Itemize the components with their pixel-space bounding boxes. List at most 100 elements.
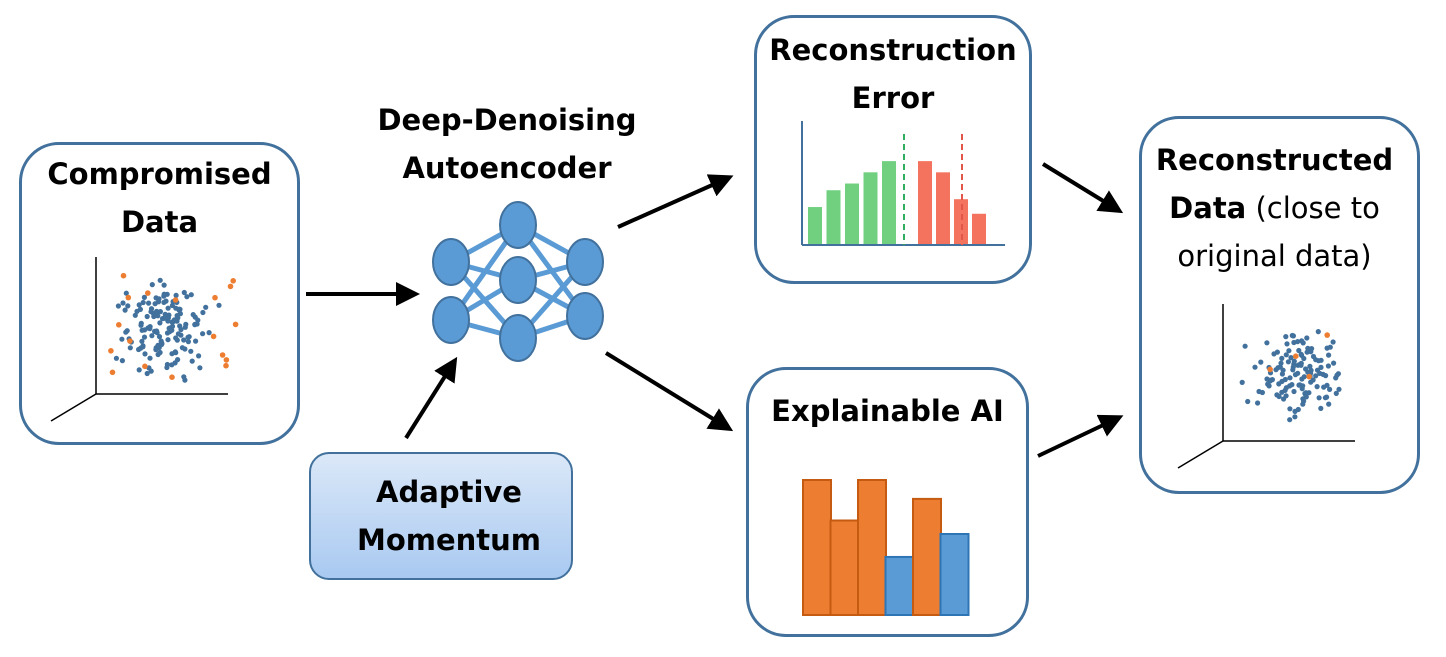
adaptive-momentum-box <box>309 452 573 580</box>
scatter-point-orange <box>230 278 236 284</box>
explainable-ai-box <box>746 367 1029 637</box>
flow-arrows <box>306 162 1124 458</box>
scatter-point-blue <box>169 351 175 357</box>
xai-bar <box>857 479 887 616</box>
scatter-point-blue <box>1256 388 1262 395</box>
arrow-error-to-reconstructed <box>1041 162 1124 214</box>
scatter-point-blue <box>161 293 167 299</box>
scatter-point-blue <box>1303 392 1309 398</box>
autoencoder-label: Deep-Denoising Autoencoder <box>368 96 646 192</box>
scatter-point-blue <box>1245 398 1251 405</box>
scatter-point-orange <box>1293 353 1299 360</box>
scatter-point-orange <box>125 294 132 301</box>
scatter-point-blue <box>1290 367 1296 373</box>
scatter-point-blue <box>140 299 146 306</box>
scatter-point-blue <box>1314 384 1320 390</box>
xai-bar <box>884 555 915 617</box>
scatter-point-blue <box>190 312 196 318</box>
scatter-point-blue <box>1317 370 1323 376</box>
scatter-point-blue <box>1316 358 1322 364</box>
scatter-point-orange <box>169 374 175 381</box>
scatter-point-blue <box>1289 332 1295 339</box>
scatter-point-blue <box>1284 341 1290 347</box>
scatter-point-blue <box>140 344 146 350</box>
scatter-point-blue <box>184 294 190 300</box>
error-bar-green <box>882 161 896 244</box>
scatter-point-blue <box>1242 343 1248 349</box>
scatter-point-blue <box>148 309 154 315</box>
scatter-point-blue <box>1296 347 1302 354</box>
error-bar-green <box>863 172 878 244</box>
scatter-point-blue <box>1252 364 1258 370</box>
scatter-point-blue <box>139 338 145 344</box>
error-bar-red <box>954 199 968 244</box>
scatter-point-blue <box>1321 384 1327 390</box>
scatter-point-blue <box>1291 388 1297 395</box>
scatter-point-blue <box>138 322 144 328</box>
scatter-point-blue <box>161 282 167 288</box>
scatter-point-blue <box>1316 395 1322 401</box>
scatter-point-blue <box>154 328 160 334</box>
scatter-point-blue <box>1296 382 1302 388</box>
scatter-point-blue <box>200 331 206 337</box>
scatter-point-orange <box>1306 373 1312 380</box>
scatter-point-blue <box>188 292 194 298</box>
scatter-point-blue <box>173 335 179 341</box>
scatter-point-blue <box>127 345 133 351</box>
scatter-point-blue <box>175 331 181 337</box>
scatter-point-blue <box>1287 375 1293 381</box>
reconstructed-data-label: Reconstructed Data (close to original da… <box>1134 136 1415 280</box>
scatter-point-blue <box>1283 385 1289 391</box>
scatter-point-blue <box>1279 355 1285 361</box>
autoencoder-title-line1: Deep-Denoising <box>377 103 637 137</box>
scatter-point-orange <box>1267 366 1273 373</box>
xai-title: Explainable AI <box>771 394 1004 428</box>
scatter-point-blue <box>1279 389 1285 395</box>
scatter-point-blue <box>1315 329 1321 335</box>
scatter-point-orange <box>223 362 229 369</box>
scatter-point-blue <box>1334 372 1340 378</box>
scatter-point-blue <box>146 300 152 306</box>
scatter-point-blue <box>1295 370 1301 376</box>
network-node <box>432 238 470 286</box>
scatter-point-blue <box>179 345 185 351</box>
scatter-point-blue <box>157 309 163 315</box>
autoencoder-title-line2: Autoencoder <box>402 151 612 185</box>
scatter-point-blue <box>155 342 161 348</box>
scatter-point-blue <box>162 311 168 317</box>
scatter-point-blue <box>134 308 140 314</box>
scatter-point-blue <box>185 334 191 340</box>
scatter-point-blue <box>119 358 125 364</box>
error-title-line1: Reconstruction <box>769 33 1017 67</box>
scatter-point-blue <box>1255 400 1261 406</box>
scatter-point-blue <box>119 336 125 342</box>
compromised-title-line2: Data <box>120 205 199 239</box>
scatter-point-blue <box>1333 390 1339 396</box>
scatter-point-blue <box>169 327 175 333</box>
scatter-point-blue <box>1298 351 1304 357</box>
scatter-point-blue <box>149 282 155 288</box>
scatter-point-blue <box>169 302 175 309</box>
scatter-point-blue <box>181 337 187 343</box>
scatter-point-blue <box>1285 359 1291 365</box>
scatter-point-blue <box>157 277 163 283</box>
scatter-point-blue <box>1291 339 1297 346</box>
adaptive-title-line1: Adaptive <box>376 475 522 509</box>
scatter-point-blue <box>182 324 188 330</box>
reconstructed-data-box <box>1139 116 1420 494</box>
arrow-xai-to-reconstructed <box>1037 414 1124 458</box>
reconstructed-title-line3: original data) <box>1177 239 1372 273</box>
scatter-point-blue <box>157 349 163 356</box>
adaptive-title-line2: Momentum <box>356 523 542 557</box>
scatter-point-blue <box>123 329 129 335</box>
xai-bar <box>939 533 970 616</box>
scatter-point-blue <box>1239 379 1245 385</box>
explainable-ai-label: Explainable AI <box>746 387 1029 435</box>
scatter-point-blue <box>1258 359 1264 365</box>
scatter-point-blue <box>1326 352 1332 358</box>
scatter-point-orange <box>108 348 114 354</box>
reconstructed-title-line2: Data (close to <box>1134 184 1415 232</box>
scatter-point-blue <box>195 317 201 323</box>
reconstruction-error-label: Reconstruction Error <box>754 26 1032 122</box>
scatter-point-blue <box>113 355 119 361</box>
